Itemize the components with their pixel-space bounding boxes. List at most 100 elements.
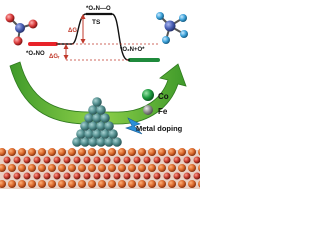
support-atom — [118, 164, 126, 172]
support-atom — [158, 164, 166, 172]
support-atom — [3, 172, 11, 180]
support-atom — [13, 156, 21, 164]
support-atom — [108, 180, 116, 188]
support-atom — [78, 164, 86, 172]
support-atom — [18, 164, 26, 172]
support-atom — [198, 164, 200, 172]
support-atom — [53, 156, 61, 164]
support-atom — [128, 164, 136, 172]
support-atom — [128, 180, 136, 188]
support-atom — [98, 148, 106, 156]
cluster-atom — [84, 129, 94, 139]
support-atom — [48, 164, 56, 172]
support-atom — [38, 164, 46, 172]
support-atom — [118, 148, 126, 156]
support-atom — [43, 172, 51, 180]
support-atom — [128, 148, 136, 156]
support-atom — [98, 180, 106, 188]
support-atom — [138, 148, 146, 156]
fe-label: Fe — [158, 107, 168, 116]
cluster-atom — [92, 97, 102, 107]
support-atom — [168, 148, 176, 156]
cluster-atom — [100, 113, 110, 123]
support-atom — [158, 148, 166, 156]
support-atom — [108, 148, 116, 156]
initial-state-label: *O₂NO — [26, 51, 45, 57]
support-atom — [18, 180, 26, 188]
support-atom — [148, 164, 156, 172]
support-atom — [38, 148, 46, 156]
support-atom — [153, 172, 161, 180]
support-atom — [93, 172, 101, 180]
support-atom — [53, 172, 61, 180]
final-state-label: *O₂N+O* — [120, 47, 145, 53]
support-atom — [133, 172, 141, 180]
support-atom — [28, 180, 36, 188]
support-atom — [133, 156, 141, 164]
co-atom-icon — [142, 89, 154, 101]
support-atom — [93, 156, 101, 164]
support-atom — [188, 164, 196, 172]
support-atom — [198, 148, 200, 156]
support-atom — [123, 156, 131, 164]
support-atom — [33, 172, 41, 180]
support-atom — [83, 156, 91, 164]
cluster-atom — [100, 129, 110, 139]
support-atom — [0, 180, 6, 188]
support-atom — [188, 180, 196, 188]
support-atom — [73, 172, 81, 180]
support-atom — [193, 156, 200, 164]
support-atom — [188, 148, 196, 156]
support-atom — [23, 156, 31, 164]
support-atom — [178, 164, 186, 172]
support-atom — [58, 148, 66, 156]
cluster-atom — [72, 137, 82, 147]
co-label: Co — [158, 92, 169, 101]
support-atom — [48, 148, 56, 156]
support-atom — [0, 148, 6, 156]
support-atom — [143, 172, 151, 180]
cluster-atom — [96, 105, 106, 115]
support-atom — [98, 164, 106, 172]
cluster-atom — [92, 113, 102, 123]
cluster-atom — [88, 105, 98, 115]
cluster-atom — [96, 121, 106, 131]
support-atom — [68, 164, 76, 172]
cluster-atom — [80, 121, 90, 131]
cluster-atom — [96, 137, 106, 147]
support-atom — [58, 180, 66, 188]
support-atom — [138, 164, 146, 172]
support-atom — [148, 180, 156, 188]
cluster-atom — [84, 113, 94, 123]
ts-label: TS — [92, 19, 101, 26]
support-atom — [78, 180, 86, 188]
support-atom — [168, 164, 176, 172]
support-atom — [23, 172, 31, 180]
support-atom — [8, 164, 16, 172]
delta-g-barrier-label: ΔG — [68, 28, 77, 34]
support-atom — [88, 180, 96, 188]
cluster-atom — [88, 137, 98, 147]
support-atom — [138, 180, 146, 188]
support-atom — [168, 180, 176, 188]
support-atom — [103, 156, 111, 164]
support-atom — [68, 180, 76, 188]
support-atom — [198, 180, 200, 188]
support-atom — [143, 156, 151, 164]
support-atom — [108, 164, 116, 172]
energy-profile — [28, 12, 160, 62]
support-atom — [8, 148, 16, 156]
curved-arrow — [9, 61, 187, 125]
cluster-atom — [80, 137, 90, 147]
support-atom — [183, 172, 191, 180]
support-atom — [18, 148, 26, 156]
support-atom — [178, 180, 186, 188]
support-atom — [68, 148, 76, 156]
cluster-atom — [104, 121, 114, 131]
support-atom — [118, 180, 126, 188]
support-slab — [0, 148, 200, 189]
support-atom — [0, 164, 6, 172]
support-atom — [88, 164, 96, 172]
support-atom — [148, 148, 156, 156]
support-atom — [163, 172, 171, 180]
